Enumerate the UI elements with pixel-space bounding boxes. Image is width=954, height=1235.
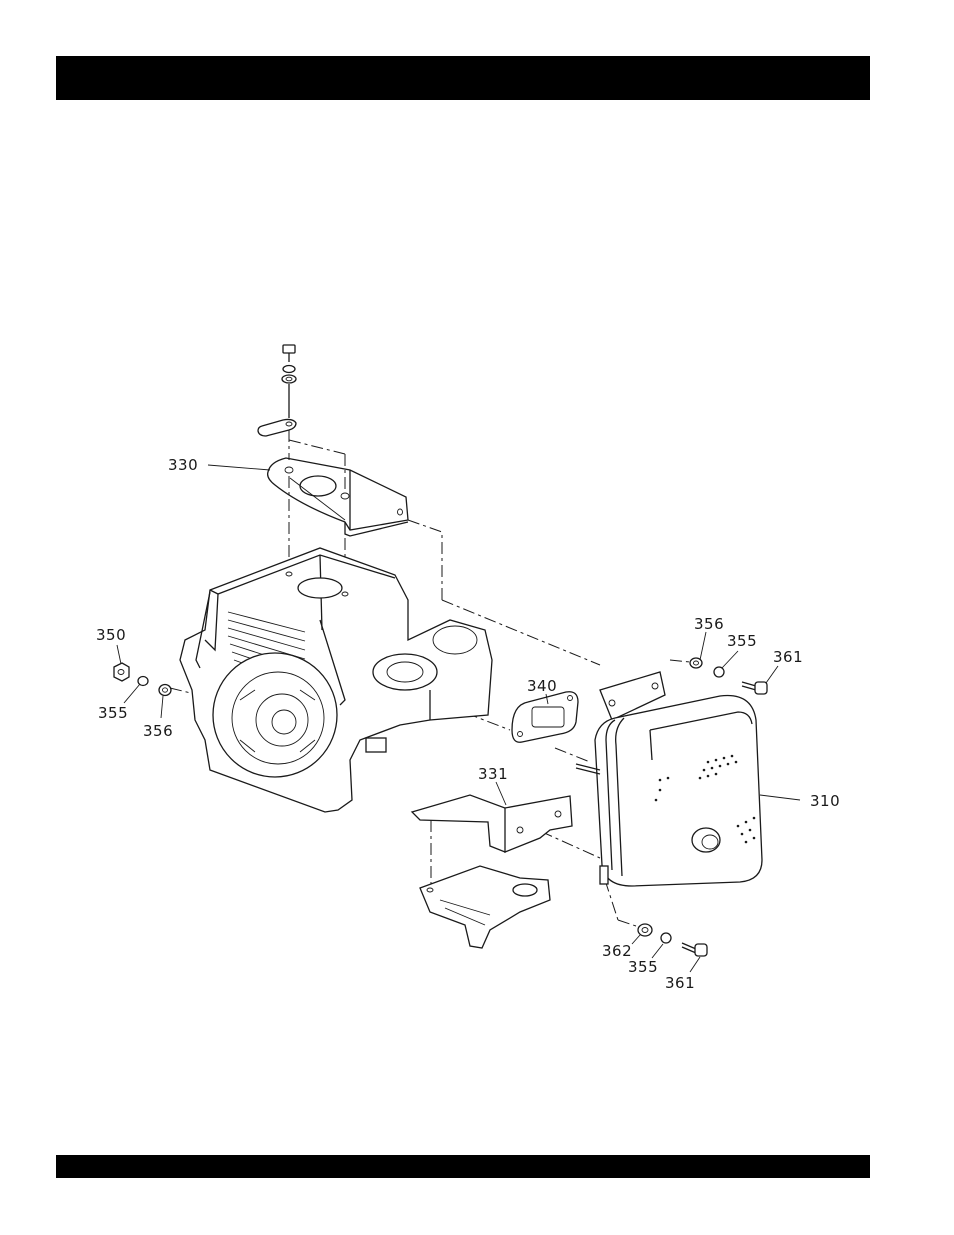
label-330: 330 <box>168 456 198 474</box>
label-331: 331 <box>478 765 508 783</box>
label-355-bottom: 355 <box>628 958 658 976</box>
bottom-fasteners <box>638 924 707 956</box>
label-361-right: 361 <box>773 648 803 666</box>
top-bolt-stack <box>258 345 296 436</box>
engine-block <box>180 548 492 812</box>
label-310: 310 <box>810 792 840 810</box>
label-356-right: 356 <box>694 615 724 633</box>
label-340: 340 <box>527 677 557 695</box>
part-310-muffler <box>576 672 762 886</box>
label-350: 350 <box>96 626 126 644</box>
label-361-bottom: 361 <box>665 974 695 992</box>
part-340-gasket <box>512 692 578 743</box>
left-fasteners <box>114 663 171 696</box>
label-355-left: 355 <box>98 704 128 722</box>
right-fasteners <box>690 658 767 694</box>
label-355-right: 355 <box>727 632 757 650</box>
label-356-left: 356 <box>143 722 173 740</box>
part-331-bracket <box>412 795 572 948</box>
